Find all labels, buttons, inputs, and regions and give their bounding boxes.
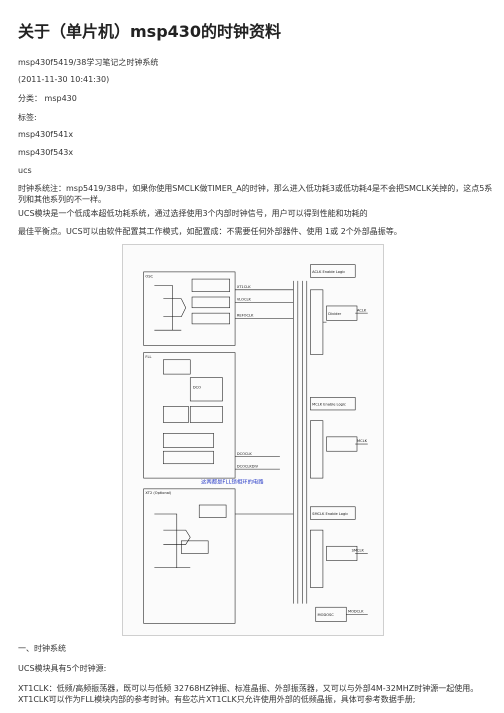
xt1clk-label: XT1CLK xyxy=(237,285,251,289)
dco-label: DCO xyxy=(193,385,201,389)
refo-box xyxy=(191,312,230,325)
smclk-enable-logic xyxy=(310,506,356,520)
refoclk-label: REFOCLK xyxy=(237,314,254,318)
aclk-enable-logic xyxy=(310,264,356,278)
diagram-svg: OSC FLL XT2 (Optional) XT1CLK VLOCLK REF… xyxy=(143,264,368,624)
dcoclkdiv-label: DCOCLKDIV xyxy=(237,464,259,468)
article-category: 分类： msp430 xyxy=(18,94,77,103)
mclk-enable-logic xyxy=(310,397,356,411)
vlo-box xyxy=(191,296,230,309)
tag-item[interactable]: msp430f543x xyxy=(18,148,74,157)
modosc-label: MODOSC xyxy=(318,613,335,617)
tags-label: 标签: xyxy=(18,113,37,122)
divider-label: Divider xyxy=(328,312,341,316)
paragraph-ucs-intro: UCS模块是一个低成本超低功耗系统，通过选择使用3个内部时钟信号，用户可以得到性… xyxy=(18,209,368,218)
paragraph-ucs-modes: 最佳平衡点。UCS可以由软件配置其工作模式，如配置成：不需要任何外部器件、使用 … xyxy=(18,227,402,236)
osc-label: OSC xyxy=(145,274,153,278)
page-title: 关于（单片机）msp430的时钟资料 xyxy=(18,22,282,41)
tag-item[interactable]: msp430f541x xyxy=(18,130,74,139)
paragraph-timer-note: 时钟系统注：msp5419/38中，如果你使用SMCLK做TIMER_A的时钟，… xyxy=(18,184,493,204)
modclk-label: MODCLK xyxy=(348,610,364,614)
dcoclk-label: DCOCLK xyxy=(237,452,253,456)
section-heading: 一、时钟系统 xyxy=(18,644,66,653)
article-subtitle: msp430f5419/38学习笔记之时钟系统 xyxy=(18,58,159,67)
aclk-output-label: ACLK xyxy=(357,308,367,312)
section-intro: UCS模块具有5个时钟源: xyxy=(18,664,107,673)
xt2-block xyxy=(143,488,236,624)
smclk-logic-label: SMCLK Enable Logic xyxy=(312,512,348,516)
section-body: XT1CLK：低频/高频振荡器，既可以与低频 32768HZ钟振、标准晶振、外部… xyxy=(18,684,479,704)
article-date: (2011-11-30 10:41:30) xyxy=(18,75,110,84)
smclk-output-label: SMCLK xyxy=(352,549,365,553)
vloclk-label: VLOCLK xyxy=(237,298,252,302)
mclk-output-label: MCLK xyxy=(357,439,368,443)
osc-block xyxy=(143,271,236,346)
ucs-block-diagram: OSC FLL XT2 (Optional) XT1CLK VLOCLK REF… xyxy=(122,244,384,636)
fll-block xyxy=(143,352,236,479)
fault-detect-box xyxy=(191,278,230,292)
fll-label: FLL xyxy=(145,355,151,359)
figure-annotation: 这两都是FLL锁相环的电路 xyxy=(201,477,264,485)
xt2-label: XT2 (Optional) xyxy=(145,491,172,495)
mclk-logic-label: MCLK Enable Logic xyxy=(312,402,346,406)
tag-item[interactable]: ucs xyxy=(18,166,32,175)
aclk-logic-label: ACLK Enable Logic xyxy=(312,270,345,274)
